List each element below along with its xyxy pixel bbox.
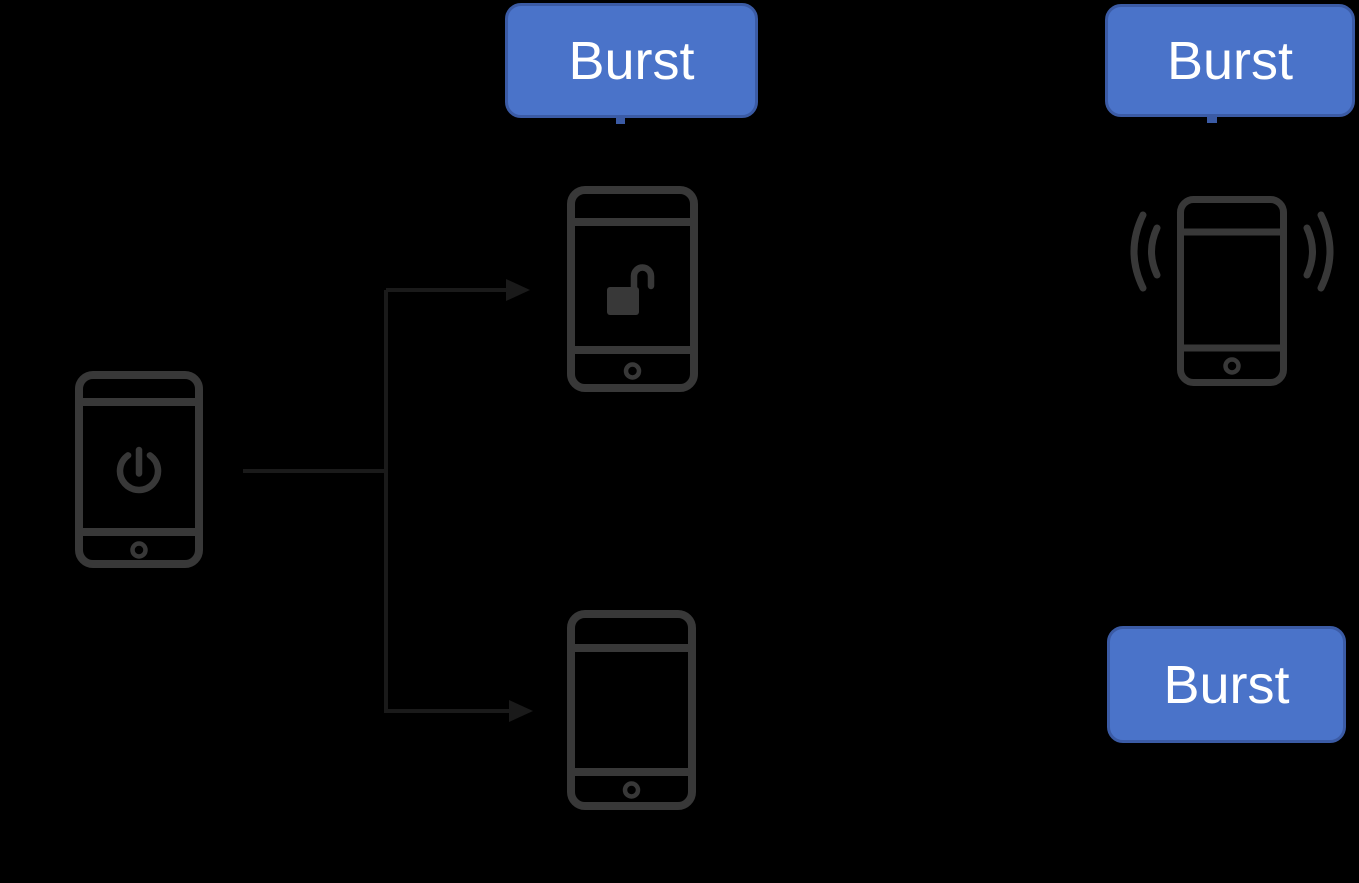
callout-pointer-icon: [1207, 115, 1217, 123]
idle-phone-icon: [567, 610, 696, 810]
burst-badge-top-center: Burst: [505, 3, 758, 118]
power-icon: [116, 446, 162, 494]
phone-body: [75, 371, 203, 568]
arrowhead-top-icon: [506, 279, 530, 301]
vibration-waves-icon: [1130, 211, 1334, 292]
unlocked-phone-icon: [567, 186, 698, 392]
burst-badge-top-right: Burst: [1105, 4, 1355, 117]
burst-badge-label: Burst: [1166, 30, 1294, 91]
phone-body: [1177, 196, 1287, 386]
unlock-icon: [607, 264, 655, 315]
home-button-icon: [622, 781, 641, 799]
phone-body: [567, 186, 698, 392]
burst-badge-label: Burst: [1163, 654, 1290, 715]
home-button-icon: [623, 362, 642, 380]
home-button-icon: [1223, 357, 1241, 375]
home-button-icon: [130, 541, 148, 559]
callout-pointer-icon: [616, 116, 625, 124]
arrow-connector: [243, 279, 533, 722]
phone-screen-dividers: [568, 218, 697, 354]
arrow-lines: [243, 288, 509, 713]
vibrating-phone-icon: [1130, 196, 1334, 386]
phone-screen-dividers: [568, 644, 695, 776]
phone-screen-dividers: [1178, 228, 1286, 352]
source-phone-icon: [75, 371, 203, 568]
burst-badge-bottom-right: Burst: [1107, 626, 1346, 743]
phone-body: [567, 610, 696, 810]
arrowhead-bottom-icon: [509, 700, 533, 722]
burst-badge-label: Burst: [568, 30, 695, 91]
phone-screen-dividers: [76, 398, 202, 536]
